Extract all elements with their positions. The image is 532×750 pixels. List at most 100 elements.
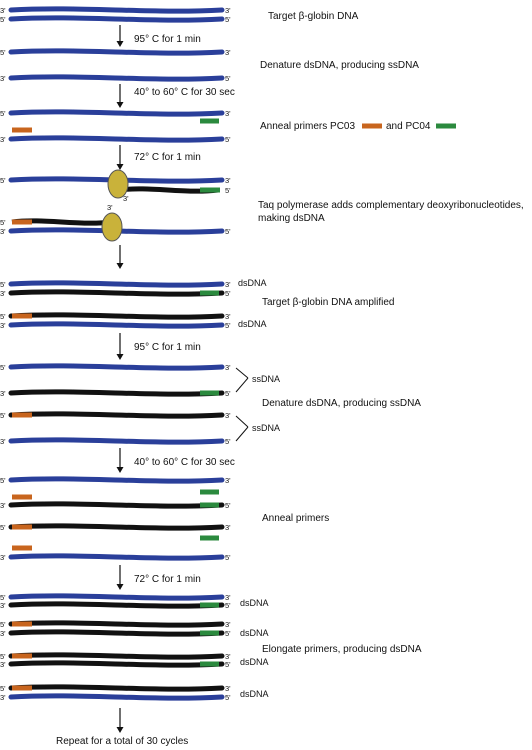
new-strand — [8, 523, 225, 531]
step-5-label: 40° to 60° C for 30 sec — [134, 457, 235, 468]
strand-end-label: 5' — [225, 501, 231, 510]
strand-end-label: 3' — [225, 312, 231, 321]
strand-end-label: 5' — [225, 601, 231, 610]
strand-end-label: 5' — [0, 411, 6, 420]
stage-3-label-2: and PC04 — [386, 121, 431, 132]
strand-end-label: 3' — [225, 48, 231, 57]
new-strand — [8, 629, 225, 637]
strand-end-label: 5' — [0, 593, 6, 602]
strand-end-label: 5' — [0, 363, 6, 372]
strand-end-label: 3' — [107, 203, 113, 212]
strand-end-label: 3' — [225, 523, 231, 532]
strand-end-label: 5' — [225, 186, 231, 195]
strand-end-label: 5' — [225, 437, 231, 446]
step-3-label: 72° C for 1 min — [134, 152, 201, 163]
arrow-head — [116, 102, 124, 108]
template-strand — [8, 280, 225, 288]
new-strand — [8, 389, 225, 397]
new-strand — [8, 684, 225, 692]
new-strand — [8, 312, 225, 320]
template-strand — [8, 593, 225, 601]
new-strand — [8, 501, 225, 509]
arrow-head — [116, 727, 124, 733]
new-strand — [8, 652, 225, 660]
strand-end-label: 3' — [225, 6, 231, 15]
step-2-label: 40° to 60° C for 30 sec — [134, 87, 235, 98]
strand-end-label: 3' — [0, 135, 6, 144]
strand-end-label: 3' — [225, 411, 231, 420]
strand-end-labels-layer: 3'3'5'5'5'3'3'5'5'3'3'5'5'3'5'3'5'3'3'5'… — [0, 6, 231, 702]
repeat-label: Repeat for a total of 30 cycles — [56, 736, 188, 747]
strand-end-label: 5' — [0, 15, 6, 24]
strand-end-label: 5' — [225, 289, 231, 298]
strand-end-label: 3' — [0, 629, 6, 638]
strand-end-label: 5' — [0, 109, 6, 118]
strand-end-label: 5' — [225, 321, 231, 330]
template-strand — [8, 48, 225, 56]
strand-end-label: 3' — [0, 553, 6, 562]
template-strand — [8, 363, 225, 371]
strand-end-label: 3' — [225, 109, 231, 118]
strand-end-label: 5' — [225, 553, 231, 562]
stage-8-label: Elongate primers, producing dsDNA — [262, 644, 422, 655]
strand-end-label: 5' — [225, 135, 231, 144]
strand-end-label: 3' — [225, 176, 231, 185]
strand-end-label: 3' — [0, 289, 6, 298]
arrow-head — [116, 354, 124, 360]
arrow-head — [116, 467, 124, 473]
dsdna-label: dsDNA — [240, 628, 269, 638]
arrow-head — [116, 584, 124, 590]
strand-end-label: 3' — [123, 194, 129, 203]
stage-4-label-2: making dsDNA — [258, 213, 325, 224]
strand-end-label: 5' — [0, 176, 6, 185]
strand-end-label: 3' — [0, 437, 6, 446]
stage-3-label: Anneal primers PC03 — [260, 121, 355, 132]
strand-end-label: 5' — [0, 652, 6, 661]
strand-end-label: 5' — [0, 312, 6, 321]
strand-end-label: 3' — [0, 74, 6, 83]
strand-end-label: 5' — [225, 629, 231, 638]
dsdna-label: dsDNA — [238, 319, 267, 329]
template-strand — [8, 476, 225, 484]
template-strand — [8, 6, 225, 14]
strand-end-label: 3' — [0, 321, 6, 330]
strand-end-label: 5' — [225, 693, 231, 702]
arrow-head — [116, 263, 124, 269]
dsdna-label: dsDNA — [238, 278, 267, 288]
stage-2-label: Denature dsDNA, producing ssDNA — [260, 60, 419, 71]
strand-end-label: 5' — [0, 620, 6, 629]
strand-end-label: 3' — [225, 652, 231, 661]
strand-end-label: 3' — [225, 280, 231, 289]
new-strand — [8, 411, 225, 419]
dna-strands-layer — [8, 6, 225, 701]
step-6-label: 72° C for 1 min — [134, 574, 201, 585]
step-4-label: 95° C for 1 min — [134, 342, 201, 353]
new-strand — [8, 601, 225, 609]
new-strand — [8, 289, 225, 297]
strand-end-label: 3' — [0, 501, 6, 510]
ssdna-label: ssDNA — [252, 374, 280, 384]
stage-4-label: Taq polymerase adds complementary deoxyr… — [258, 200, 524, 211]
dsdna-label: dsDNA — [240, 657, 269, 667]
ssdna-callout-lines — [235, 367, 249, 442]
strand-end-label: 5' — [225, 660, 231, 669]
stage-1-label: Target β-globin DNA — [268, 11, 359, 22]
template-strand — [8, 74, 225, 82]
strand-end-label: 3' — [0, 601, 6, 610]
strand-end-label: 3' — [225, 593, 231, 602]
taq-polymerase-icon — [101, 212, 123, 242]
stage-5-label: Target β-globin DNA amplified — [262, 297, 394, 308]
template-strand — [8, 553, 225, 561]
strand-end-label: 3' — [225, 620, 231, 629]
step-arrows-layer — [116, 25, 124, 733]
dsdna-label: dsDNA — [240, 689, 269, 699]
strand-end-label: 5' — [0, 684, 6, 693]
strand-end-label: 5' — [0, 523, 6, 532]
taq-polymerase-icon — [107, 169, 129, 199]
template-strand — [8, 321, 225, 329]
template-strand — [8, 437, 225, 445]
strand-end-label: 5' — [0, 476, 6, 485]
stage-6-label: Denature dsDNA, producing ssDNA — [262, 398, 421, 409]
strand-end-label: 3' — [0, 6, 6, 15]
